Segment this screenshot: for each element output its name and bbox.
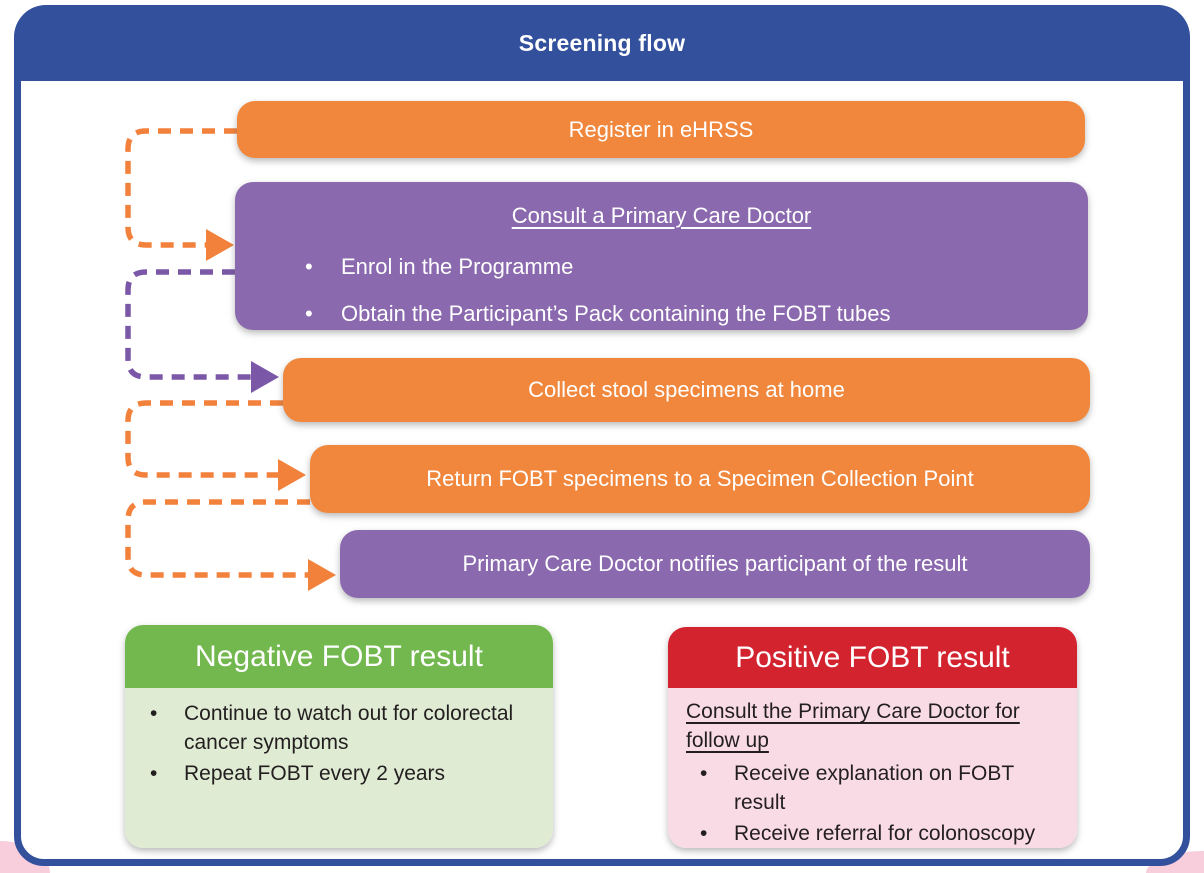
- flow-step-consult-primary-care-doctor: Consult a Primary Care Doctor Enrol in t…: [235, 182, 1088, 330]
- bullet-text: Repeat FOBT every 2 years: [184, 762, 446, 785]
- positive-result-body: Consult the Primary Care Doctor for foll…: [668, 688, 1077, 848]
- list-item: Receive explanation on FOBT result: [686, 759, 1067, 817]
- list-item: Obtain the Participant’s Pack containing…: [235, 301, 1088, 327]
- positive-result-title: Positive FOBT result: [735, 640, 1010, 674]
- bullet-text: Receive explanation on FOBT result: [734, 762, 1014, 814]
- list-item: Receive referral for colonoscopy: [686, 819, 1067, 848]
- page-title: Screening flow: [518, 29, 686, 56]
- step-label: Register in eHRSS: [568, 116, 754, 142]
- bullet-text: Receive referral for colonoscopy: [734, 822, 1036, 845]
- step-title: Consult a Primary Care Doctor: [511, 203, 812, 228]
- list-item: Continue to watch out for colorectal can…: [150, 699, 539, 757]
- positive-result-subheading: Consult the Primary Care Doctor for foll…: [686, 700, 1020, 752]
- positive-fobt-result-box: Positive FOBT result Consult the Primary…: [668, 627, 1077, 848]
- flow-step-return-fobt-specimens: Return FOBT specimens to a Specimen Coll…: [310, 445, 1090, 513]
- step-label: Primary Care Doctor notifies participant…: [462, 551, 968, 576]
- flow-step-doctor-notifies-result: Primary Care Doctor notifies participant…: [340, 530, 1090, 598]
- negative-result-body: Continue to watch out for colorectal can…: [125, 688, 553, 848]
- negative-result-header: Negative FOBT result: [125, 625, 553, 688]
- bullet-text: Obtain the Participant’s Pack containing…: [341, 301, 891, 326]
- step-label: Return FOBT specimens to a Specimen Coll…: [426, 466, 974, 491]
- negative-result-title: Negative FOBT result: [195, 639, 483, 673]
- step-label: Collect stool specimens at home: [528, 377, 845, 402]
- flow-step-register-ehrss: Register in eHRSS: [237, 101, 1085, 158]
- bullet-text: Continue to watch out for colorectal can…: [184, 702, 514, 754]
- bullet-text: Enrol in the Programme: [341, 254, 574, 279]
- flow-step-collect-stool-specimens: Collect stool specimens at home: [283, 358, 1090, 422]
- list-item: Repeat FOBT every 2 years: [150, 759, 539, 788]
- negative-fobt-result-box: Negative FOBT result Continue to watch o…: [125, 625, 553, 848]
- positive-result-header: Positive FOBT result: [668, 627, 1077, 688]
- header-band: Screening flow: [14, 5, 1190, 81]
- list-item: Enrol in the Programme: [235, 254, 1088, 280]
